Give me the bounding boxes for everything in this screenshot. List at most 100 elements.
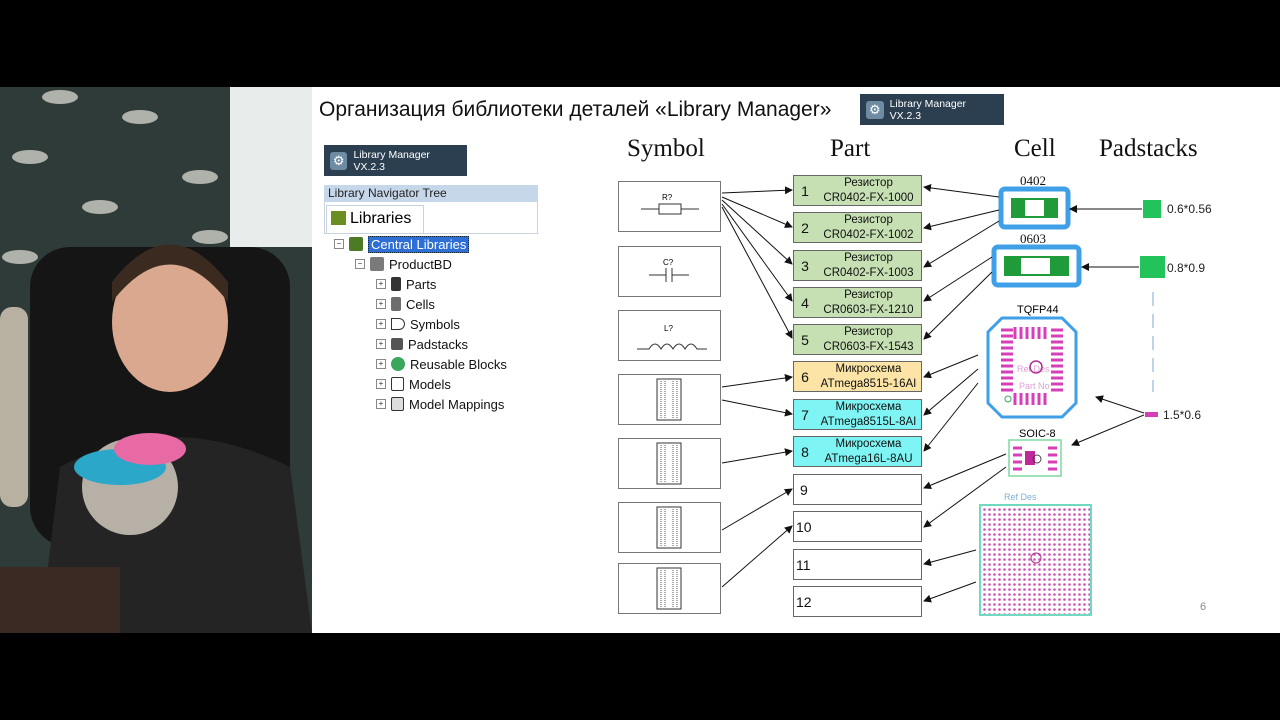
collapse-icon[interactable]: − [355,259,365,269]
padstack-3-label: 1.5*0.6 [1163,408,1202,422]
expand-icon[interactable]: + [376,299,386,309]
padstack-1 [1143,200,1161,218]
ic-symbol-icon [656,567,682,610]
cell-soic-label: SOIC-8 [1019,428,1056,440]
collapse-icon[interactable]: − [334,239,344,249]
cell-soic8 [1008,439,1062,477]
part-number: 3 [801,257,809,274]
tree-label: Padstacks [408,336,468,352]
padstack-2 [1140,256,1165,278]
diagram-graphics: Ref Des Part No Ref Des [721,183,1165,616]
part-pn: CR0402-FX-1000 [823,191,914,204]
tab-libraries[interactable]: Libraries [326,205,424,233]
slide: Организация библиотеки деталей «Library … [312,87,1280,633]
part-number: 7 [801,406,809,423]
part-type: Резистор [844,326,893,338]
padstack-3 [1145,412,1158,417]
recycle-icon [391,357,405,371]
padstack-1-label: 0.6*0.56 [1167,202,1212,216]
part-number: 5 [801,331,809,348]
part-number: 12 [796,593,812,610]
part-number: 9 [800,481,808,498]
cell-0603 [991,244,1082,288]
padstack-2-label: 0.8*0.9 [1167,261,1206,275]
part-pn: CR0402-FX-1003 [823,266,914,279]
library-manager-badge: ⚙ Library Manager VX.2.3 [860,94,1004,125]
tree-label: Symbols [410,316,460,332]
expand-icon[interactable]: + [376,339,386,349]
tree-node-padstacks[interactable]: + Padstacks [376,335,507,353]
gear-icon: ⚙ [866,100,884,119]
symbol-ref: L? [664,324,673,333]
part-12: 12 [793,586,922,617]
part-type: Микросхема [835,401,902,413]
part-number: 11 [796,556,811,573]
webcam-illustration [0,87,312,633]
part-pn: ATmega8515L-8AI [820,415,917,428]
cell-0402-label: 0402 [1020,173,1046,188]
expand-icon[interactable]: + [376,399,386,409]
part-number: 10 [796,518,812,535]
navigator-badge: ⚙ Library Manager VX.2.3 [324,145,467,176]
part-type: Микросхема [835,438,902,450]
symbol-part-arrows [721,186,793,588]
part-pn: CR0603-FX-1543 [823,340,914,353]
tree-node-central-libraries[interactable]: − Central Libraries [334,235,507,253]
expand-icon[interactable]: + [376,379,386,389]
tree-node-cells[interactable]: + Cells [376,295,507,313]
tree-node-reusable-blocks[interactable]: + Reusable Blocks [376,355,507,373]
part-number: 8 [801,443,809,460]
part-type: Резистор [844,289,893,301]
expand-icon[interactable]: + [376,279,386,289]
part-9: 9 [793,474,922,505]
part-number: 6 [801,368,809,385]
part-pn: CR0402-FX-1002 [823,228,914,241]
tree-node-model-mappings[interactable]: + Model Mappings [376,395,507,413]
cell-tqfp-label: TQFP44 [1017,304,1059,316]
capacitor-symbol-icon: C? [649,258,689,282]
part-number: 2 [801,219,809,236]
page-number: 6 [1200,601,1207,613]
part-number: 1 [801,182,809,199]
parts-icon [391,277,401,291]
expand-icon[interactable]: + [376,319,386,329]
tab-libraries-label: Libraries [350,210,412,227]
symbol-resistor: R? [618,181,721,232]
tree-label: ProductBD [389,256,452,272]
slide-title: Организация библиотеки деталей «Library … [319,98,832,121]
part-pn: ATmega16L-8AU [824,452,913,465]
column-symbol: Symbol [627,135,705,162]
tree-node-models[interactable]: + Models [376,375,507,393]
ic-symbol-icon [656,442,682,485]
tree-node-parts[interactable]: + Parts [376,275,507,293]
expand-icon[interactable]: + [376,359,386,369]
cell-part-arrows [923,183,1007,603]
symbol-capacitor: C? [618,246,721,297]
ic-symbol-icon [656,506,682,549]
ic-symbol-icon [656,378,682,421]
tree-node-productbd[interactable]: − ProductBD [355,255,507,273]
padstack-cell-arrows [1069,205,1145,446]
tqfp-refdes: Ref Des [1017,364,1050,374]
symbol-inductor: L? [618,310,721,361]
tree-node-symbols[interactable]: + Symbols [376,315,507,333]
tqfp-partno: Part No [1019,381,1050,391]
tree-label: Reusable Blocks [410,356,507,372]
cell-0402 [998,186,1071,230]
part-pn: CR0603-FX-1210 [823,303,914,316]
padstacks-icon [391,338,403,350]
tree-label: Central Libraries [368,235,470,253]
database-icon [370,257,384,271]
cell-bga: Ref Des [979,492,1092,616]
part-type: Резистор [844,252,893,264]
symbol-ic-1 [618,374,721,425]
cell-0603-label: 0603 [1020,231,1046,246]
part-11: 11 [793,549,922,580]
tree-label: Parts [406,276,437,292]
symbol-ic-4 [618,563,721,614]
